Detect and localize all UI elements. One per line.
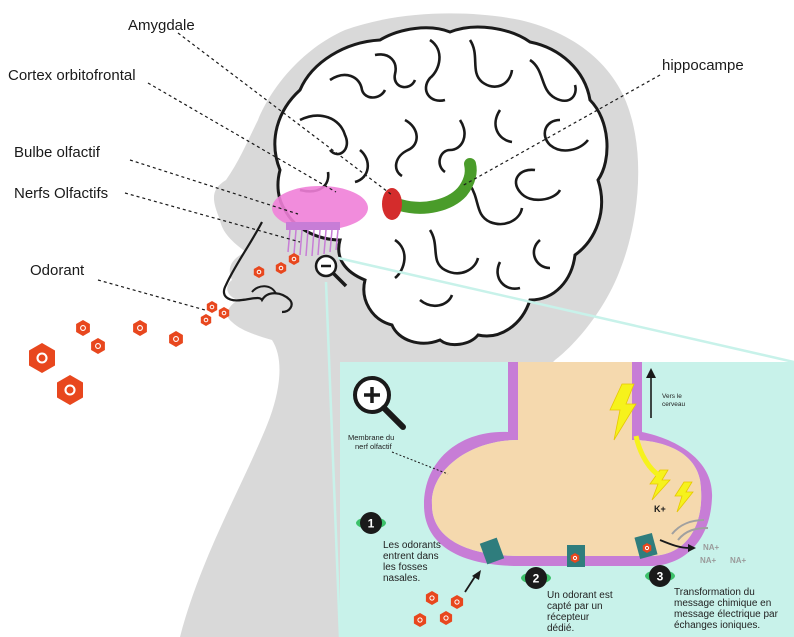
zoom-in-icon — [353, 376, 406, 430]
label-na3: NA+ — [730, 556, 747, 565]
odorant-molecule — [76, 320, 90, 336]
step-num-2: 2 — [533, 572, 540, 586]
odorant-molecule-center — [80, 325, 86, 331]
odorant-molecule-center — [454, 599, 460, 605]
svg-text:nasales.: nasales. — [383, 573, 420, 584]
odorant-molecule-center — [137, 325, 143, 331]
odorant-molecule-center — [429, 595, 435, 601]
odorant-molecule — [275, 262, 287, 274]
step-badge-2: 2 — [521, 567, 551, 589]
step-3-text: Transformation du message chimique en me… — [674, 587, 779, 631]
label-na1: NA+ — [703, 543, 720, 552]
svg-text:Les odorants: Les odorants — [383, 540, 441, 551]
membrane-label-line2: nerf olfactif — [355, 442, 393, 451]
step-num-1: 1 — [368, 517, 375, 531]
membrane-label-line1: Membrane du — [348, 433, 394, 442]
odorant-molecule-center — [572, 555, 578, 561]
svg-text:message électrique par: message électrique par — [674, 609, 779, 620]
odorant-molecule-center — [95, 343, 101, 349]
inset-connector — [324, 256, 794, 637]
odorant-molecules — [29, 253, 300, 405]
step-1-text: Les odorants entrent dans les fosses nas… — [383, 540, 441, 584]
label-na2: NA+ — [700, 556, 717, 565]
step-badge-1: 1 — [356, 512, 386, 534]
svg-text:échanges ioniques.: échanges ioniques. — [674, 620, 760, 631]
odorant-molecule — [288, 253, 300, 265]
odorant-molecule — [200, 314, 212, 326]
svg-text:message chimique en: message chimique en — [674, 598, 771, 609]
svg-text:Un odorant est: Un odorant est — [547, 590, 613, 601]
electric-signal-icon — [609, 383, 694, 513]
nerve-cell-body — [431, 362, 702, 556]
label-amygdale: Amygdale — [128, 17, 195, 34]
brain — [273, 25, 609, 347]
odorant-molecule — [642, 543, 652, 553]
face-profile-line — [222, 221, 293, 314]
vers-label-line1: Vers le — [662, 393, 682, 400]
odorant-molecule — [91, 338, 105, 354]
step-badge-3: 3 — [645, 565, 675, 587]
odorant-molecule-center — [443, 615, 449, 621]
svg-text:dédié.: dédié. — [547, 623, 574, 634]
nostril-curve — [251, 285, 277, 295]
svg-text:entrent dans: entrent dans — [383, 551, 439, 562]
odorant-molecule — [57, 375, 83, 405]
leader-lines — [97, 32, 661, 311]
odorant-molecule — [425, 591, 439, 605]
label-cortex: Cortex orbitofrontal — [8, 67, 136, 84]
ion-release-arrowhead — [688, 544, 696, 552]
label-nerfs: Nerfs Olfactifs — [14, 185, 108, 202]
odorant-molecule — [570, 553, 580, 563]
odorant-molecule-center — [64, 384, 76, 396]
odorant-molecule-center — [278, 265, 284, 271]
odorant-molecule — [253, 266, 265, 278]
step-badges: 1 2 3 — [356, 512, 675, 589]
amygdala — [382, 188, 402, 220]
olfactory-nerves — [286, 222, 340, 257]
odorant-molecule-center — [291, 256, 297, 262]
svg-text:Transformation du: Transformation du — [674, 587, 755, 598]
odorant-molecule — [169, 331, 183, 347]
odorant-entry-arrow — [464, 570, 481, 593]
olfactory-bulb — [272, 186, 368, 230]
hippocampus — [394, 158, 477, 214]
odorant-molecule — [413, 613, 427, 627]
label-kplus: K+ — [654, 504, 666, 514]
ion-release-arrow — [659, 539, 691, 549]
odorant-molecule — [206, 301, 218, 313]
odorant-molecule — [439, 611, 453, 625]
odorant-molecule — [29, 343, 55, 373]
ion-exchange-arrows — [671, 519, 709, 541]
label-odorant: Odorant — [30, 262, 85, 279]
odorant-molecule-center — [417, 617, 423, 623]
odorant-molecule — [218, 307, 230, 319]
odorant-molecule-center — [203, 317, 209, 323]
svg-text:les fosses: les fosses — [383, 562, 427, 573]
odorant-molecule-center — [221, 310, 227, 316]
odorant-molecule — [133, 320, 147, 336]
step-num-3: 3 — [657, 570, 664, 584]
svg-text:capté par un: capté par un — [547, 601, 603, 612]
vers-label-line2: cerveau — [662, 401, 686, 408]
nerve-membrane — [424, 362, 713, 566]
odorant-molecule-center — [644, 545, 650, 551]
label-hippocampe: hippocampe — [662, 57, 744, 74]
label-bulbe: Bulbe olfactif — [14, 144, 101, 161]
odorant-molecules-inset — [413, 543, 652, 627]
svg-text:récepteur: récepteur — [547, 612, 590, 623]
odorant-molecule-center — [209, 304, 215, 310]
odorant-molecule-center — [256, 269, 262, 275]
receptor-1 — [479, 537, 505, 565]
signal-path — [633, 435, 662, 479]
odorant-molecule-center — [173, 336, 179, 342]
up-arrow-icon — [646, 368, 656, 418]
odorant-molecule — [450, 595, 464, 609]
odorant-molecule-center — [36, 352, 48, 364]
zoom-out-icon — [314, 254, 348, 288]
step-2-text: Un odorant est capté par un récepteur dé… — [547, 590, 613, 634]
